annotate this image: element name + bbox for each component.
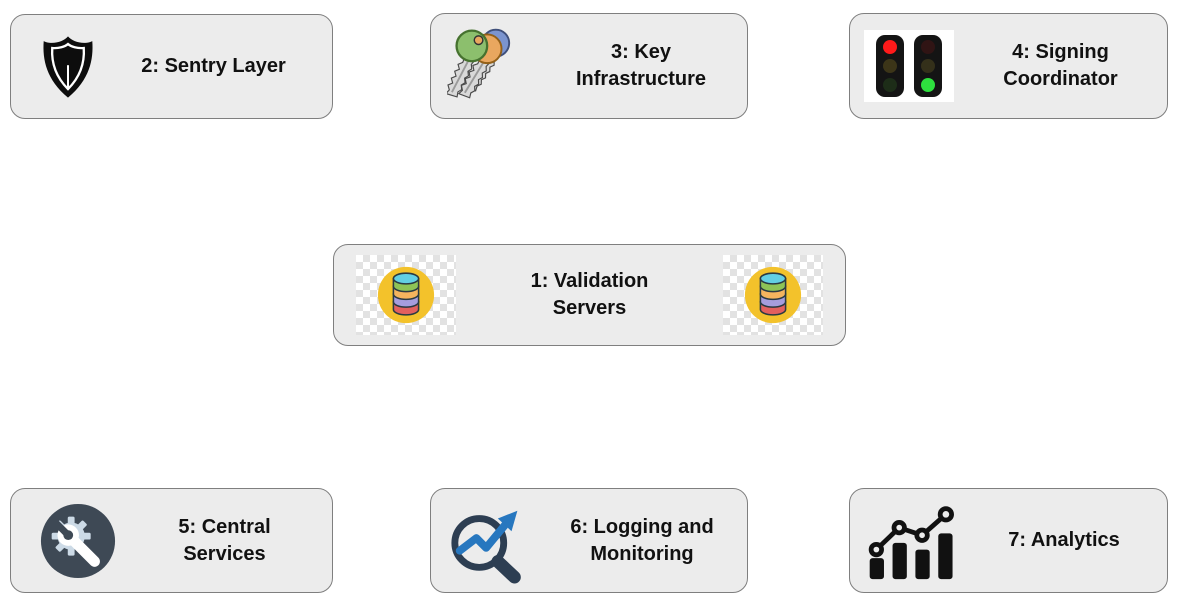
node-label: 6: Logging and Monitoring <box>570 515 714 565</box>
node-central-services: 5: Central Services <box>10 488 333 593</box>
traffic-lights-icon <box>864 30 954 102</box>
database-icon <box>356 255 456 335</box>
node-label: 5: Central Services <box>178 515 271 565</box>
node-label: 2: Sentry Layer <box>141 55 286 77</box>
node-validation-servers: 1: Validation Servers <box>333 244 846 346</box>
node-label: 7: Analytics <box>1008 529 1120 551</box>
node-label: 3: Key Infrastructure <box>575 41 707 90</box>
node-analytics: 7: Analytics <box>849 488 1168 593</box>
shield-icon <box>41 33 95 101</box>
node-label: 1: Validation Servers <box>530 270 649 319</box>
magnifier-trend-icon <box>445 498 537 584</box>
node-sentry-layer: 2: Sentry Layer <box>10 14 333 119</box>
node-logging-monitoring: 6: Logging and Monitoring <box>430 488 748 593</box>
node-key-infrastructure: 3: Key Infrastructure <box>430 13 748 119</box>
gear-wrench-icon <box>39 502 117 580</box>
database-icon <box>723 255 823 335</box>
node-signing-coordinator: 4: Signing Coordinator <box>849 13 1168 119</box>
keys-icon <box>447 22 535 110</box>
bar-chart-icon <box>866 501 961 581</box>
node-label: 4: Signing Coordinator <box>1003 41 1118 90</box>
